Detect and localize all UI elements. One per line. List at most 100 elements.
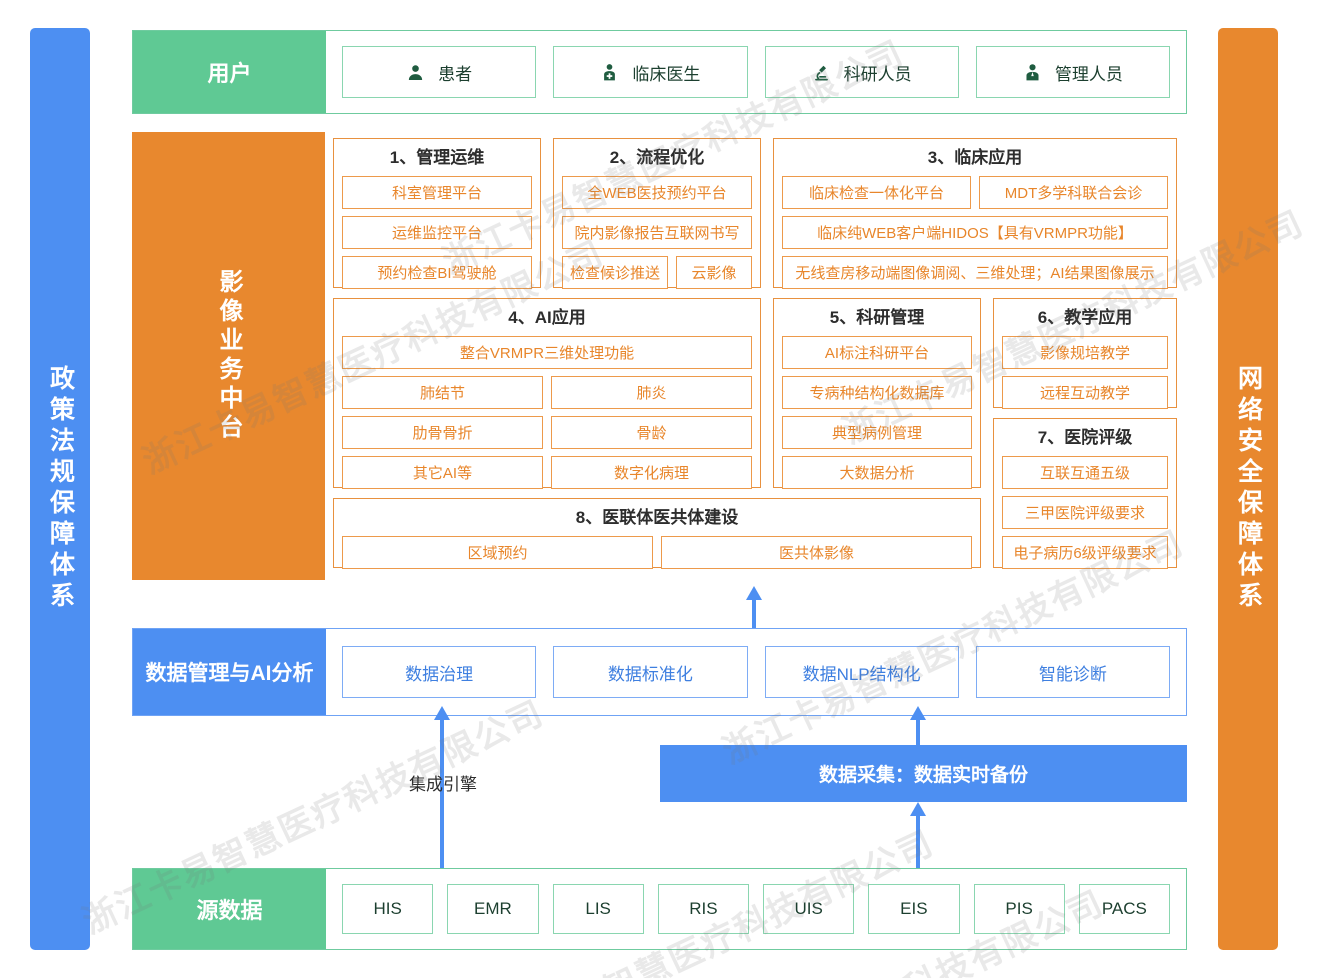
user-chip-clinician[interactable]: 临床医生 <box>553 46 748 98</box>
group-item[interactable]: 数字化病理 <box>551 456 752 489</box>
user-chip-patient[interactable]: 患者 <box>342 46 537 98</box>
arrow-head-icon <box>434 706 450 720</box>
midplatform-band-label-text: 影像业务中台 <box>215 269 242 443</box>
arrow-shaft <box>752 598 756 628</box>
arrow-data-to-midplatform <box>744 586 764 628</box>
source-chip-emr[interactable]: EMR <box>447 884 539 934</box>
manager-icon <box>1023 63 1042 82</box>
source-chip-uis[interactable]: UIS <box>763 884 855 934</box>
group-management-ops: 1、管理运维 科室管理平台 运维监控平台 预约检查BI驾驶舱 <box>333 138 541 289</box>
midplatform-band-body: 1、管理运维 科室管理平台 运维监控平台 预约检查BI驾驶舱 2、流程优化 全W… <box>325 132 1187 580</box>
data-chip-nlp-structuring[interactable]: 数据NLP结构化 <box>764 646 959 698</box>
arrow-shaft <box>916 718 920 746</box>
data-management-ai-band: 数据管理与AI分析 数据治理 数据标准化 数据NLP结构化 智能诊断 <box>132 628 1187 716</box>
group-hospital-rating: 7、医院评级 互联互通五级 三甲医院评级要求 电子病历6级评级要求 <box>993 418 1177 569</box>
group-item[interactable]: 预约检查BI驾驶舱 <box>342 256 532 289</box>
group-item[interactable]: MDT多学科联合会诊 <box>979 176 1168 209</box>
group-item[interactable]: 典型病例管理 <box>782 416 972 449</box>
data-chip-governance[interactable]: 数据治理 <box>342 646 537 698</box>
user-chip-label: 管理人员 <box>1054 64 1123 84</box>
group-title: 6、教学应用 <box>1037 308 1133 327</box>
user-chip-label: 患者 <box>438 64 473 84</box>
group-item[interactable]: 检查候诊推送 <box>562 256 668 289</box>
group-item[interactable]: AI标注科研平台 <box>782 336 972 369</box>
group-title: 5、科研管理 <box>829 308 925 327</box>
group-item[interactable]: 医共体影像 <box>661 536 972 569</box>
arrow-head-icon <box>910 802 926 816</box>
source-chip-ris[interactable]: RIS <box>657 884 749 934</box>
group-title: 1、管理运维 <box>389 148 485 167</box>
right-pillar-network-security: 网络安全保障体系 <box>1218 28 1278 950</box>
left-pillar-policy-regulation: 政策法规保障体系 <box>30 28 90 950</box>
group-item[interactable]: 专病种结构化数据库 <box>782 376 972 409</box>
user-chip-manager[interactable]: 管理人员 <box>975 46 1170 98</box>
arrow-head-icon <box>746 586 762 600</box>
group-item[interactable]: 远程互动教学 <box>1002 376 1168 409</box>
group-item[interactable]: 云影像 <box>676 256 752 289</box>
group-item[interactable]: 大数据分析 <box>782 456 972 489</box>
group-item[interactable]: 临床纯WEB客户端HIDOS【具有VRMPR功能】 <box>782 216 1168 249</box>
group-item[interactable]: 其它AI等 <box>342 456 543 489</box>
group-title: 8、医联体医共体建设 <box>575 508 739 527</box>
group-item[interactable]: 肺炎 <box>551 376 752 409</box>
group-title: 4、AI应用 <box>508 308 586 327</box>
midplatform-band-label: 影像业务中台 <box>132 132 325 580</box>
imaging-business-midplatform-band: 影像业务中台 1、管理运维 科室管理平台 运维监控平台 预约检查BI驾驶舱 2、… <box>132 132 1187 580</box>
left-pillar-label: 政策法规保障体系 <box>46 365 75 613</box>
group-item[interactable]: 运维监控平台 <box>342 216 532 249</box>
patient-icon <box>406 63 425 82</box>
group-item[interactable]: 全WEB医技预约平台 <box>562 176 752 209</box>
user-band-label: 用户 <box>133 31 326 113</box>
group-item[interactable]: 肋骨骨折 <box>342 416 543 449</box>
group-item[interactable]: 院内影像报告互联网书写 <box>562 216 752 249</box>
source-band-label: 源数据 <box>133 869 326 949</box>
data-chip-standardization[interactable]: 数据标准化 <box>553 646 748 698</box>
group-item[interactable]: 区域预约 <box>342 536 653 569</box>
group-item[interactable]: 三甲医院评级要求 <box>1002 496 1168 529</box>
group-research-management: 5、科研管理 AI标注科研平台 专病种结构化数据库 典型病例管理 大数据分析 <box>773 298 981 489</box>
arrow-collection-to-data <box>908 706 928 746</box>
integration-engine-label: 集成引擎 <box>409 775 477 794</box>
source-band-body: HIS EMR LIS RIS UIS EIS PIS PACS <box>326 869 1186 949</box>
arrow-shaft <box>440 718 444 868</box>
arrow-integration-engine <box>432 706 452 868</box>
user-chip-researcher[interactable]: 科研人员 <box>764 46 959 98</box>
source-data-band: 源数据 HIS EMR LIS RIS UIS EIS PIS PACS <box>132 868 1187 950</box>
data-band-label: 数据管理与AI分析 <box>133 629 326 715</box>
data-chip-intelligent-diagnosis[interactable]: 智能诊断 <box>975 646 1170 698</box>
group-title: 7、医院评级 <box>1037 428 1133 447</box>
group-clinical-application: 3、临床应用 临床检查一体化平台 MDT多学科联合会诊 临床纯WEB客户端HID… <box>773 138 1177 289</box>
arrow-source-to-collection <box>908 802 928 868</box>
group-title: 2、流程优化 <box>609 148 705 167</box>
user-chip-label: 临床医生 <box>632 64 701 84</box>
group-process-optimization: 2、流程优化 全WEB医技预约平台 院内影像报告互联网书写 检查候诊推送 云影像 <box>553 138 761 289</box>
right-pillar-label: 网络安全保障体系 <box>1234 365 1263 613</box>
group-item[interactable]: 整合VRMPR三维处理功能 <box>342 336 752 369</box>
source-chip-his[interactable]: HIS <box>342 884 434 934</box>
arrow-shaft <box>916 814 920 868</box>
group-teaching-application: 6、教学应用 影像规培教学 远程互动教学 <box>993 298 1177 409</box>
data-band-body: 数据治理 数据标准化 数据NLP结构化 智能诊断 <box>326 629 1186 715</box>
group-item[interactable]: 骨龄 <box>551 416 752 449</box>
data-collection-bar: 数据采集：数据实时备份 <box>660 745 1187 802</box>
group-ai-application: 4、AI应用 整合VRMPR三维处理功能 肺结节 肺炎 肋骨骨折 骨龄 其它AI… <box>333 298 761 489</box>
group-item[interactable]: 肺结节 <box>342 376 543 409</box>
group-item[interactable]: 互联互通五级 <box>1002 456 1168 489</box>
group-item[interactable]: 科室管理平台 <box>342 176 532 209</box>
source-chip-pacs[interactable]: PACS <box>1078 884 1170 934</box>
source-chip-lis[interactable]: LIS <box>552 884 644 934</box>
user-band: 用户 患者 临床医生 <box>132 30 1187 114</box>
group-title: 3、临床应用 <box>927 148 1023 167</box>
group-item[interactable]: 电子病历6级评级要求 <box>1002 536 1168 569</box>
source-chip-eis[interactable]: EIS <box>868 884 960 934</box>
doctor-icon <box>600 63 619 82</box>
user-band-body: 患者 临床医生 科研人员 <box>326 31 1186 113</box>
group-item[interactable]: 临床检查一体化平台 <box>782 176 971 209</box>
user-chip-label: 科研人员 <box>843 64 912 84</box>
microscope-icon <box>812 63 831 82</box>
source-chip-pis[interactable]: PIS <box>973 884 1065 934</box>
arrow-head-icon <box>910 706 926 720</box>
group-item[interactable]: 无线查房移动端图像调阅、三维处理；AI结果图像展示 <box>782 256 1168 289</box>
group-medical-alliance: 8、医联体医共体建设 区域预约 医共体影像 <box>333 498 981 569</box>
group-item[interactable]: 影像规培教学 <box>1002 336 1168 369</box>
